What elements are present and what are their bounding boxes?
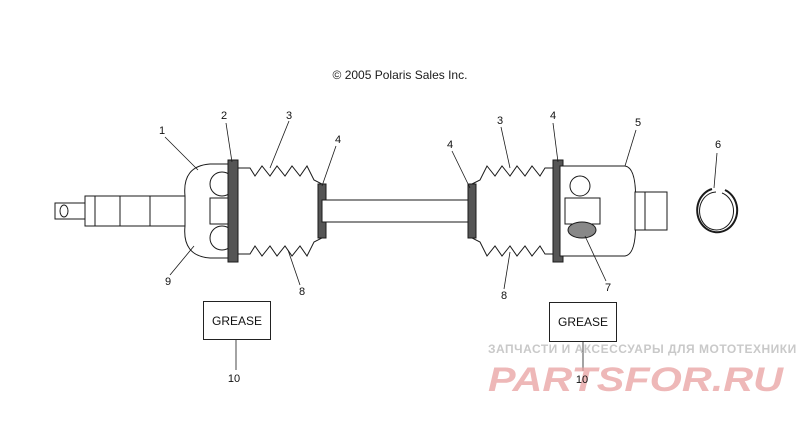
callout-9: 9 — [164, 276, 172, 288]
callout-4-right: 4 — [549, 110, 557, 122]
callout-5: 5 — [634, 117, 642, 129]
callout-10-right: 10 — [575, 374, 589, 386]
right-clamp-small — [467, 183, 477, 239]
right-boot — [471, 165, 561, 257]
copyright-text: © 2005 Polaris Sales Inc. — [332, 68, 468, 82]
right-cv-joint-housing — [559, 165, 636, 257]
grease-box-right: GREASE — [549, 302, 617, 342]
callout-8-left: 8 — [298, 286, 306, 298]
callout-3-left: 3 — [285, 110, 293, 122]
watermark-logo: PARTSFOR.RU — [488, 361, 785, 399]
watermark-caption: ЗАПЧАСТИ И АКСЕССУАРЫ ДЛЯ МОТОТЕХНИКИ — [488, 342, 797, 356]
left-boot — [234, 165, 323, 257]
left-cv-joint-housing — [184, 163, 241, 259]
callout-3-right: 3 — [496, 115, 504, 127]
callout-2: 2 — [220, 110, 228, 122]
circlip — [696, 188, 739, 234]
left-stub-shaft — [54, 195, 186, 227]
callout-4-center: 4 — [446, 139, 454, 151]
left-clamp-large — [227, 159, 239, 263]
callout-10-left: 10 — [227, 373, 241, 385]
leader-lines — [164, 120, 718, 371]
center-shaft — [321, 199, 473, 223]
callout-1: 1 — [158, 125, 166, 137]
right-stub-shaft — [634, 191, 668, 231]
callout-4-left: 4 — [334, 134, 342, 146]
callout-7: 7 — [604, 282, 612, 294]
callout-6: 6 — [714, 139, 722, 151]
grease-box-left: GREASE — [203, 301, 271, 340]
callout-8-right: 8 — [500, 290, 508, 302]
